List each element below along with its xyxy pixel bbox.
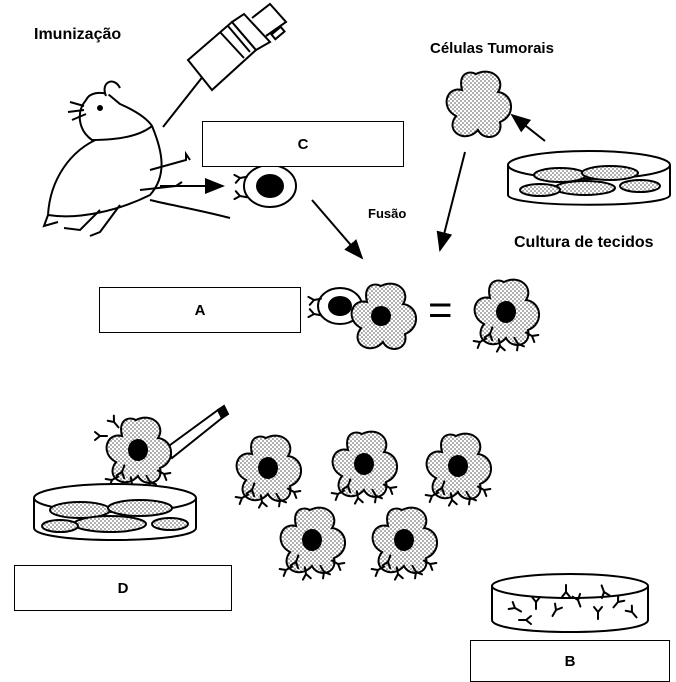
box-a: A	[99, 287, 301, 333]
syringe-illustration	[163, 4, 286, 127]
box-b: B	[470, 640, 670, 682]
selected-hybridoma	[95, 416, 171, 490]
box-c: C	[202, 121, 404, 167]
equals-sign: =	[428, 286, 453, 334]
clonal-hybridoma-1	[236, 436, 301, 508]
tumor-cell	[447, 72, 511, 137]
tissue-culture-dish	[508, 151, 670, 205]
arrow-tumor-to-fusion	[440, 152, 465, 250]
fused-cell	[308, 284, 416, 349]
tissue-culture-label: Cultura de tecidos	[514, 234, 654, 252]
arrow-culture-to-tumor	[512, 115, 545, 141]
immunization-label: Imunização	[34, 26, 121, 44]
hybridoma-result	[474, 280, 539, 352]
box-d: D	[14, 565, 232, 611]
antibody-dish	[492, 574, 648, 632]
clonal-hybridoma-5	[372, 508, 437, 580]
screening-plate	[34, 484, 196, 540]
clonal-hybridoma-4	[280, 508, 345, 580]
arrow-bcell-to-fusion	[312, 200, 362, 258]
clonal-hybridoma-3	[426, 434, 491, 506]
pipette-illustration	[166, 406, 228, 458]
fusion-label: Fusão	[368, 206, 406, 221]
tumor-cells-label: Células Tumorais	[430, 40, 554, 57]
b-lymphocyte	[234, 165, 296, 207]
clonal-hybridoma-2	[332, 432, 397, 504]
